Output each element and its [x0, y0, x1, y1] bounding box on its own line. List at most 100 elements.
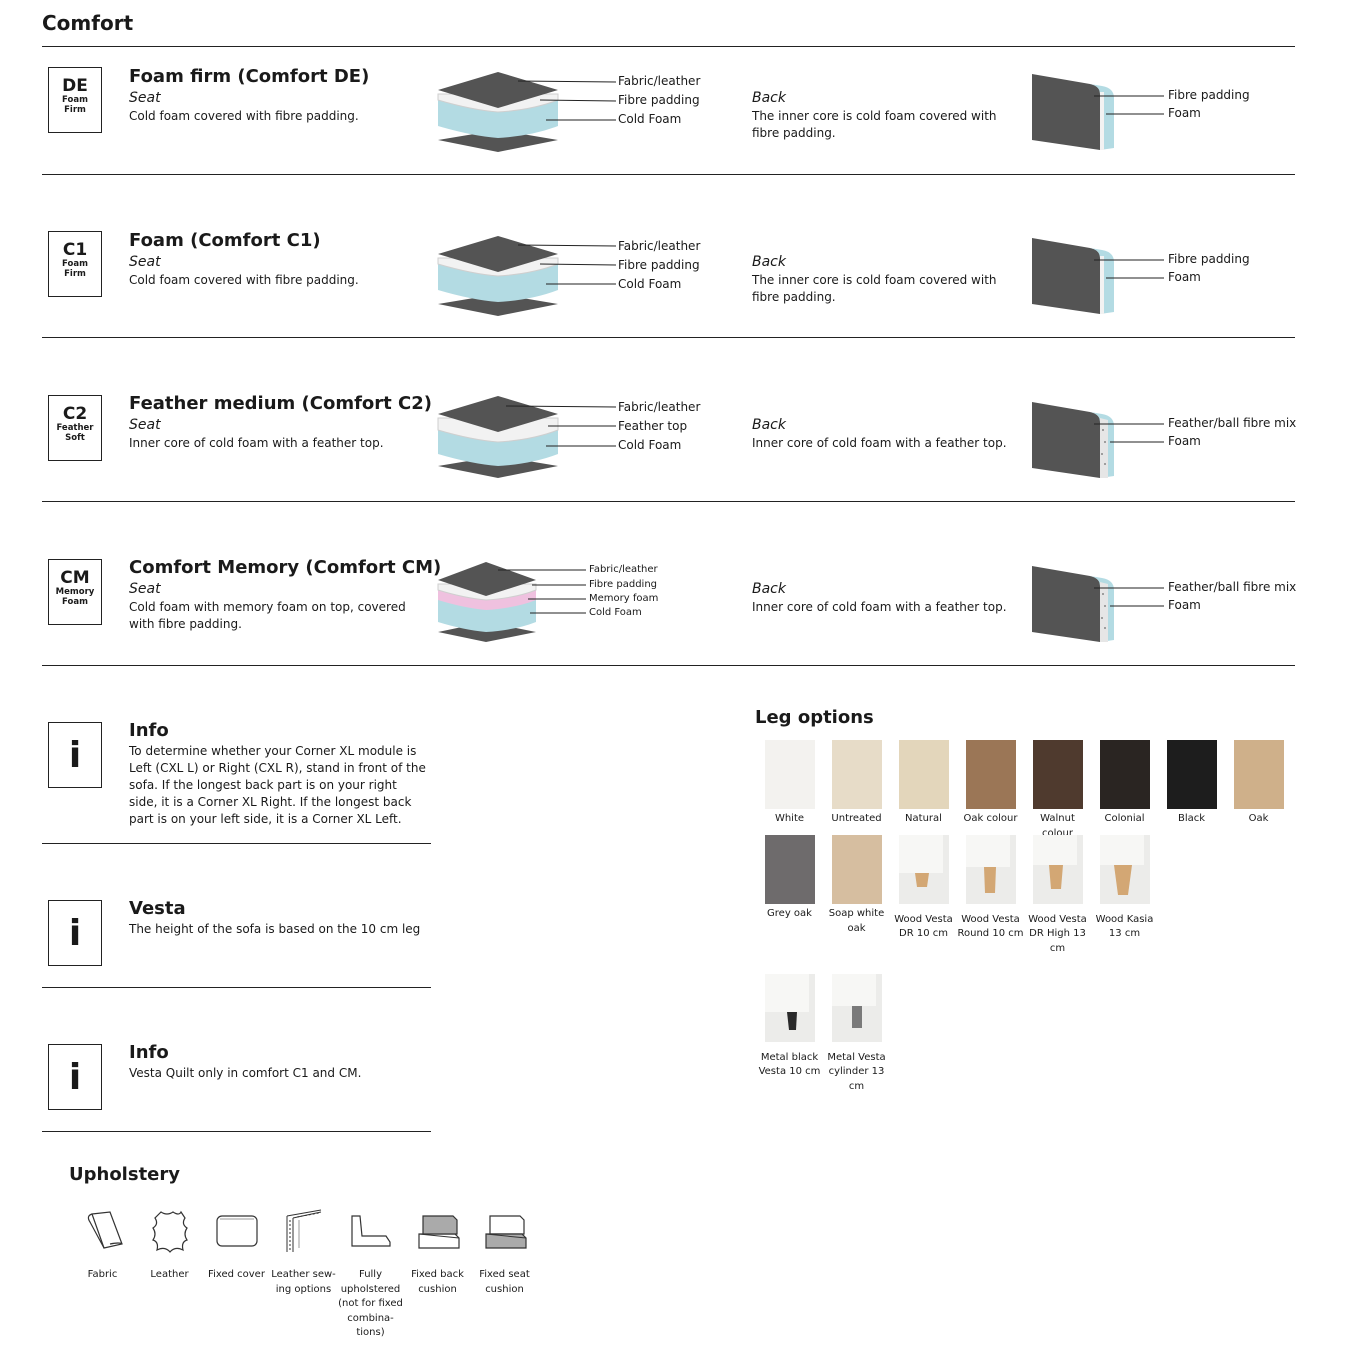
back-layer-label: Foam — [1168, 270, 1201, 284]
comfort-title: Feather medium (Comfort C2) — [129, 393, 433, 414]
fixed-cover-icon — [215, 1215, 258, 1247]
comfort-title: Foam firm (Comfort DE) — [129, 66, 370, 87]
upholstery-item[interactable]: Fixed cover — [203, 1208, 270, 1283]
seat-layer-label: Feather top — [618, 419, 688, 433]
back-label: Back — [752, 90, 786, 106]
leg-label: Black — [1177, 813, 1206, 824]
seat-layers-diagram — [437, 236, 617, 316]
leg-option[interactable]: Wood Vesta Round 10 cm — [957, 835, 1024, 942]
upholstery-label: Fully upholstered (not for fixed combina… — [338, 1269, 403, 1338]
comfort-code-sub: Memory Foam — [55, 587, 95, 607]
leg-option[interactable]: Metal black Vesta 10 cm — [756, 974, 823, 1080]
leg-options-title: Leg options — [755, 707, 874, 728]
seat-layer-label: Fibre padding — [618, 93, 700, 107]
leg-option[interactable]: Wood Vesta DR High 13 cm — [1024, 835, 1091, 956]
leg-option[interactable]: Metal Vesta cylinder 13 cm — [823, 974, 890, 1094]
wood-leg-icon — [1099, 835, 1150, 904]
leg-option[interactable]: Oak colour — [957, 740, 1024, 827]
seat-label: Seat — [129, 417, 161, 433]
comfort-title: Comfort Memory (Comfort CM) — [129, 557, 442, 578]
seat-description: Cold foam with memory foam on top, cover… — [129, 600, 406, 631]
seat-layers-diagram — [437, 562, 586, 642]
leg-option[interactable]: Oak — [1225, 740, 1292, 827]
divider — [42, 46, 1295, 47]
comfort-badge: C2 Feather Soft — [48, 395, 102, 461]
leg-label: Wood Vesta DR 10 cm — [894, 913, 953, 940]
upholstery-item[interactable]: Leather sew-ing options — [270, 1208, 337, 1297]
upholstery-item[interactable]: Leather — [136, 1208, 203, 1283]
leg-swatch — [831, 835, 882, 904]
upholstery-label: Fixed seat cushion — [479, 1269, 530, 1295]
seat-layer-label: Fibre padding — [618, 258, 700, 272]
seat-label: Seat — [129, 254, 161, 270]
leg-option[interactable]: Colonial — [1091, 740, 1158, 827]
seat-layers-diagram — [437, 396, 617, 478]
leather-icon — [151, 1210, 188, 1253]
back-cushion-diagram — [1032, 402, 1164, 478]
divider — [42, 501, 1295, 502]
leg-label: Wood Vesta Round 10 cm — [957, 913, 1024, 940]
seat-layer-label: Cold Foam — [589, 607, 642, 618]
info-text: To determine whether your Corner XL modu… — [129, 744, 426, 826]
leg-option[interactable]: Wood Kasia 13 cm — [1091, 835, 1158, 942]
leg-label: Oak colour — [963, 813, 1018, 824]
comfort-code: C2 — [62, 404, 88, 424]
fully-upholstered-icon — [350, 1215, 391, 1247]
leg-label: Metal Vesta cylinder 13 cm — [827, 1051, 886, 1092]
leg-option[interactable]: Untreated — [823, 740, 890, 827]
leg-label: Oak — [1248, 813, 1269, 824]
fixed-seat-cushion-icon — [484, 1215, 527, 1249]
comfort-badge: C1 Foam Firm — [48, 231, 102, 297]
info-text: Vesta Quilt only in comfort C1 and CM. — [129, 1066, 362, 1080]
back-cushion-diagram — [1032, 74, 1164, 150]
leg-option[interactable]: Wood Vesta DR 10 cm — [890, 835, 957, 942]
leg-option[interactable]: Walnut colour — [1024, 740, 1091, 841]
back-layer-label: Feather/ball fibre mix — [1168, 580, 1297, 594]
leg-option[interactable]: Natural — [890, 740, 957, 827]
seat-layer-label: Fabric/leather — [618, 74, 701, 88]
info-title: Info — [129, 720, 169, 741]
back-description: The inner core is cold foam covered with… — [752, 273, 997, 304]
upholstery-label: Leather — [150, 1269, 189, 1280]
comfort-code: C1 — [62, 240, 88, 260]
leg-swatch — [898, 740, 949, 809]
comfort-code-sub: Foam Firm — [62, 95, 88, 115]
leg-swatch — [1099, 740, 1150, 809]
upholstery-label: Fabric — [87, 1269, 118, 1280]
seat-label: Seat — [129, 581, 161, 597]
leg-swatch — [764, 835, 815, 904]
leg-label: Walnut colour — [1040, 813, 1075, 839]
back-description: Inner core of cold foam with a feather t… — [752, 600, 1007, 614]
leg-option[interactable]: Soap white oak — [823, 835, 890, 936]
leg-option[interactable]: White — [756, 740, 823, 827]
back-description: The inner core is cold foam covered with… — [752, 109, 997, 140]
leg-option[interactable]: Grey oak — [756, 835, 823, 922]
info-title: Info — [129, 1042, 169, 1063]
leg-swatch — [1233, 740, 1284, 809]
upholstery-item[interactable]: Fixed seat cushion — [471, 1208, 538, 1297]
divider — [42, 665, 1295, 666]
upholstery-item[interactable]: Fixed back cushion — [404, 1208, 471, 1297]
info-icon: i — [48, 722, 102, 788]
back-label: Back — [752, 254, 786, 270]
seat-label: Seat — [129, 90, 161, 106]
back-label: Back — [752, 581, 786, 597]
upholstery-label: Fixed cover — [208, 1269, 265, 1280]
seat-layer-label: Cold Foam — [618, 112, 682, 126]
upholstery-item[interactable]: Fabric — [69, 1208, 136, 1283]
fixed-back-cushion-icon — [417, 1215, 460, 1249]
back-cushion-diagram — [1032, 566, 1164, 642]
divider — [42, 337, 1295, 338]
upholstery-item[interactable]: Fully upholstered (not for fixed combina… — [337, 1208, 404, 1341]
leg-label: Colonial — [1104, 813, 1145, 824]
leg-option[interactable]: Black — [1158, 740, 1225, 827]
leg-swatch — [831, 740, 882, 809]
metal-leg-icon — [831, 974, 882, 1042]
back-layer-label: Feather/ball fibre mix — [1168, 416, 1297, 430]
seat-layers-diagram — [437, 72, 617, 152]
leg-label: Wood Kasia 13 cm — [1095, 913, 1154, 940]
leather-sewing-icon — [286, 1209, 321, 1252]
divider — [42, 987, 431, 988]
seat-description: Inner core of cold foam with a feather t… — [129, 436, 384, 450]
back-label: Back — [752, 417, 786, 433]
